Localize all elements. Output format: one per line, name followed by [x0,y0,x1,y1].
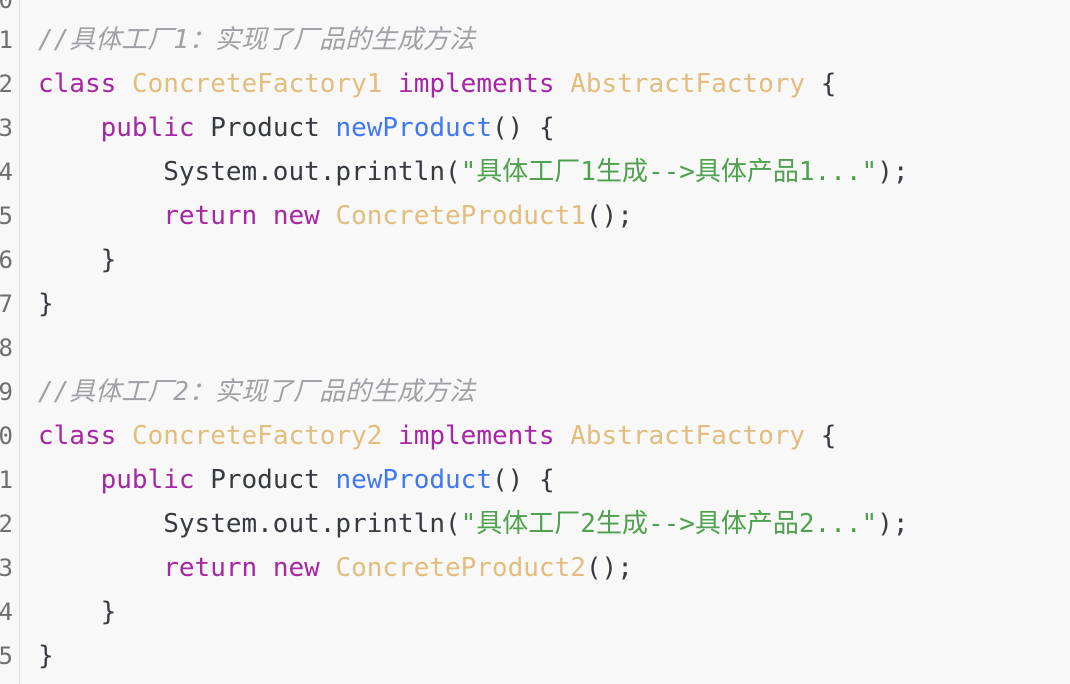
keyword-return: return [163,553,258,583]
code-line-return: return new ConcreteProduct2(); [38,546,633,590]
keyword-implements: implements [398,69,555,99]
method-params: () { [491,465,555,495]
line-number: 2 [0,502,13,546]
method-name: newProduct [335,465,492,495]
line-number: 5 [0,194,13,238]
line-number-gutter: 0 1 2 3 4 5 6 7 8 9 0 1 2 3 4 5 [0,0,20,684]
line-number: 4 [0,590,13,634]
return-type: Product [210,113,320,143]
close-brace: } [100,245,117,275]
keyword-public: public [100,113,195,143]
comment: //具体工厂2：实现了厂品的生成方法 [38,377,475,407]
code-line-class-declaration: class ConcreteFactory1 implements Abstra… [38,62,836,106]
code-line-close-class: } [38,282,54,326]
println-call: System.out.println( [163,157,461,187]
line-number: 1 [0,458,13,502]
line-number: 1 [0,18,13,62]
class-name: ConcreteFactory2 [131,421,383,451]
code-line-close-method: } [38,590,117,634]
code-line-return: return new ConcreteProduct1(); [38,194,633,238]
line-number: 2 [0,62,13,106]
interface-name: AbstractFactory [570,69,806,99]
string-literal: "具体工厂1生成-->具体产品1..." [460,157,878,187]
line-number: 3 [0,106,13,150]
product-class-name: ConcreteProduct1 [335,201,586,231]
return-type: Product [210,465,320,495]
open-brace: { [820,421,837,451]
constructor-call: (); [585,201,633,231]
line-number: 4 [0,150,13,194]
constructor-call: (); [585,553,633,583]
code-area[interactable]: //具体工厂1：实现了厂品的生成方法 class ConcreteFactory… [38,0,1070,684]
keyword-class: class [38,421,117,451]
line-number: 8 [0,326,13,370]
code-line-class-declaration: class ConcreteFactory2 implements Abstra… [38,414,836,458]
comment: //具体工厂1：实现了厂品的生成方法 [38,25,475,55]
close-brace: } [100,597,117,627]
code-line-println: System.out.println("具体工厂1生成-->具体产品1...")… [38,150,909,194]
product-class-name: ConcreteProduct2 [335,553,586,583]
statement-end: ); [877,509,909,539]
line-number: 0 [0,414,13,458]
open-brace: { [820,69,837,99]
code-line-comment: //具体工厂1：实现了厂品的生成方法 [38,18,475,62]
keyword-class: class [38,69,117,99]
method-params: () { [491,113,555,143]
keyword-return: return [163,201,258,231]
keyword-new: new [272,201,320,231]
code-line-println: System.out.println("具体工厂2生成-->具体产品2...")… [38,502,909,546]
interface-name: AbstractFactory [570,421,806,451]
method-name: newProduct [335,113,492,143]
statement-end: ); [877,157,909,187]
println-call: System.out.println( [163,509,461,539]
code-line-method-signature: public Product newProduct() { [38,458,555,502]
line-number: 0 [0,0,13,22]
line-number: 9 [0,370,13,414]
code-line-close-class: } [38,634,54,678]
code-line-comment: //具体工厂2：实现了厂品的生成方法 [38,370,475,414]
line-number: 7 [0,282,13,326]
line-number: 5 [0,634,13,678]
keyword-implements: implements [398,421,555,451]
code-line-close-method: } [38,238,117,282]
keyword-public: public [100,465,195,495]
close-brace: } [38,641,54,671]
close-brace: } [38,289,54,319]
class-name: ConcreteFactory1 [131,69,383,99]
code-line-method-signature: public Product newProduct() { [38,106,555,150]
keyword-new: new [272,553,320,583]
line-number: 3 [0,546,13,590]
line-number: 6 [0,238,13,282]
string-literal: "具体工厂2生成-->具体产品2..." [460,509,878,539]
